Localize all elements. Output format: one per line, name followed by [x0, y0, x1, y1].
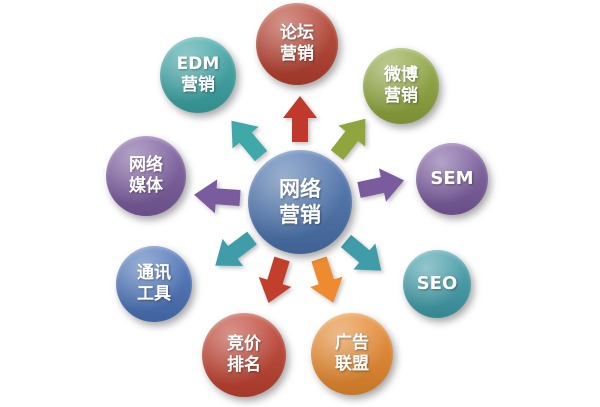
center-node-label: 网络营销	[279, 176, 321, 227]
arrow-down-right-to-seo-icon	[340, 234, 382, 271]
node-label-sem: SEM	[430, 167, 474, 189]
node-label-messaging: 通讯工具	[137, 262, 171, 304]
node-label-edm: EDM营销	[176, 53, 220, 95]
arrow-down-to-ad-alliance-icon	[310, 256, 343, 303]
center-node-network-marketing: 网络营销	[248, 150, 352, 254]
node-label-ad-alliance: 广告联盟	[335, 332, 369, 374]
node-label-media: 网络媒体	[129, 154, 163, 196]
arrow-down-to-bidding-icon	[258, 256, 292, 303]
arrow-up-right-to-weibo-icon	[330, 118, 366, 160]
node-edm-marketing: EDM营销	[160, 37, 236, 113]
node-label-forum: 论坛营销	[280, 22, 314, 64]
node-bidding-ranking: 竞价排名	[202, 313, 286, 397]
arrow-down-left-to-messaging-icon	[215, 231, 257, 267]
node-label-bidding: 竞价排名	[227, 333, 261, 375]
node-forum-marketing: 论坛营销	[256, 3, 338, 85]
node-weibo-marketing: 微博营销	[363, 48, 439, 124]
node-seo: SEO	[403, 250, 471, 318]
node-sem: SEM	[416, 143, 488, 215]
node-messaging-tools: 通讯工具	[116, 246, 192, 322]
arrow-left-to-media-icon	[194, 179, 241, 214]
node-ad-alliance: 广告联盟	[311, 313, 393, 395]
node-network-media: 网络媒体	[106, 136, 186, 216]
node-label-seo: SEO	[416, 272, 458, 294]
arrow-up-to-forum-icon	[283, 96, 317, 142]
node-label-weibo: 微博营销	[384, 64, 418, 106]
arrow-up-left-to-edm-icon	[231, 120, 268, 162]
arrow-right-to-sem-icon	[357, 168, 404, 202]
